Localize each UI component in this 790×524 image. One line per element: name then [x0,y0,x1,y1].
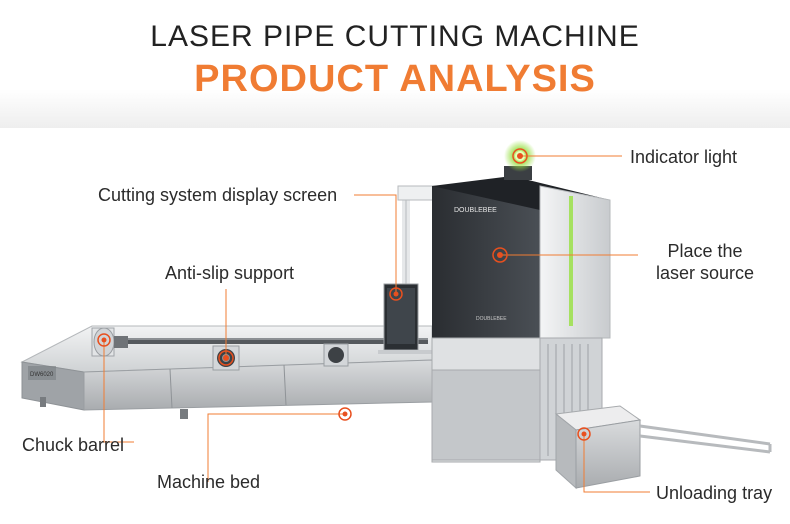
pipe [128,338,428,344]
anti-slip-support [212,343,349,371]
page-title: LASER PIPE CUTTING MACHINE [150,20,640,53]
marker-anti-slip [218,350,234,366]
label-machine-bed: Machine bed [157,472,261,492]
marker-indicator [512,148,528,164]
header-band [0,0,790,128]
unloading-tray [554,405,772,490]
label-laser-source: Place the laser source [640,240,770,284]
marker-display [389,287,403,301]
label-laser-source-line1: Place the [667,241,743,261]
label-unloading-tray: Unloading tray [656,483,773,503]
callout-line-chuck [103,340,134,443]
callout-line-display [354,194,397,292]
label-chuck-barrel: Chuck barrel [22,435,125,455]
callouts [103,155,650,493]
label-anti-slip: Anti-slip support [165,263,295,283]
page-subtitle: PRODUCT ANALYSIS [194,58,596,100]
marker-laser [492,247,508,263]
side-model-text: DW6020 [30,372,54,378]
markers [97,148,591,441]
green-strip [569,196,573,326]
label-laser-source-line2: laser source [655,263,755,283]
marker-tray [577,427,591,441]
brand-plate: DOUBLEBEE [476,316,507,322]
callout-line-bed [207,413,345,482]
brand-logo: DOUBLEBEE [454,207,497,214]
callout-line-tray [583,434,650,493]
marker-bed [338,407,352,421]
label-display-screen: Cutting system display screen [98,185,338,205]
label-indicator-light: Indicator light [630,147,738,167]
marker-chuck [97,333,111,347]
